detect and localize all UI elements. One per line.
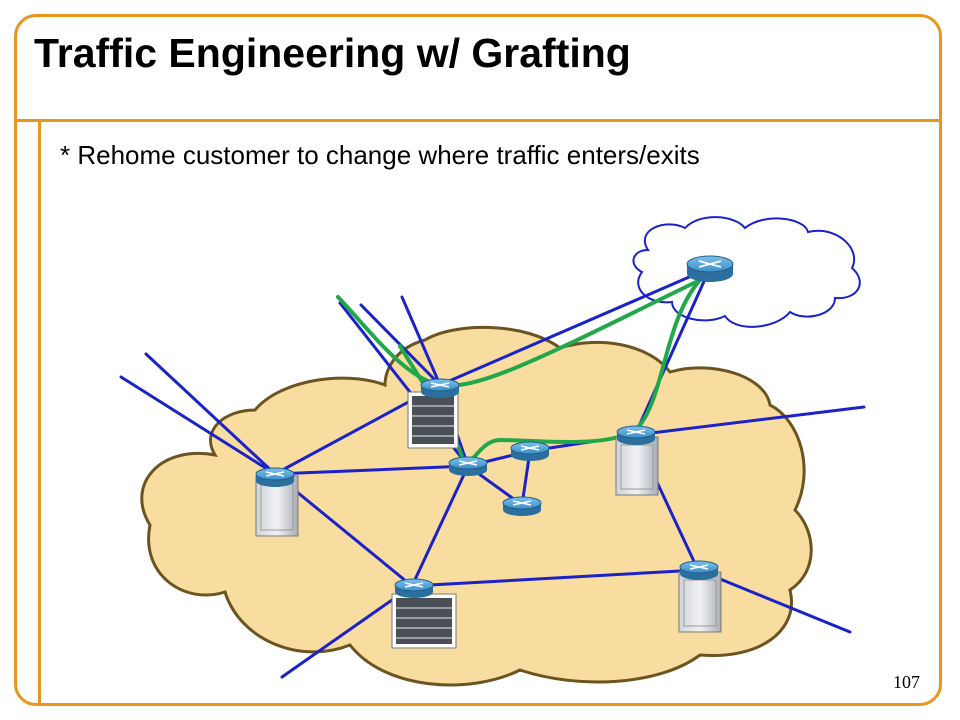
link-r2-c1 <box>438 266 712 387</box>
router-r5-icon[interactable] <box>502 496 542 516</box>
router-r6-icon[interactable] <box>616 425 656 445</box>
link-r7-r8 <box>410 568 700 588</box>
link-r6-c1 <box>633 266 712 437</box>
router-r2-icon[interactable] <box>420 378 460 398</box>
router-r1-icon[interactable] <box>255 467 295 487</box>
core-router-chassis-r7 <box>391 593 457 649</box>
ext-link-r1-a <box>144 352 277 476</box>
ext-link-r2-b <box>400 295 442 387</box>
core-router-chassis-r2 <box>407 391 459 449</box>
slide-frame <box>14 14 942 706</box>
page-number: 107 <box>893 672 920 692</box>
left-margin-rule <box>38 122 41 703</box>
slide-title: Traffic Engineering w/ Grafting <box>34 30 631 76</box>
core-router-chassis-r6 <box>615 436 659 496</box>
ext-link-r6 <box>633 405 866 437</box>
bullet-text: * Rehome customer to change where traffi… <box>60 140 700 170</box>
ext-link-r7 <box>280 584 414 679</box>
customer-cloud <box>632 216 861 328</box>
router-r4-icon[interactable] <box>510 441 550 461</box>
ext-link-r8 <box>696 568 852 634</box>
router-r8-icon[interactable] <box>679 560 719 580</box>
core-router-chassis-r8 <box>678 571 722 633</box>
link-r3-r7 <box>410 464 470 588</box>
router-customer-icon[interactable] <box>686 255 734 282</box>
title-divider <box>17 119 940 122</box>
router-r7-icon[interactable] <box>394 578 434 598</box>
link-r1-r3 <box>273 464 470 476</box>
router-r3-icon[interactable] <box>448 456 488 476</box>
ext-link-r1-b <box>119 375 277 476</box>
